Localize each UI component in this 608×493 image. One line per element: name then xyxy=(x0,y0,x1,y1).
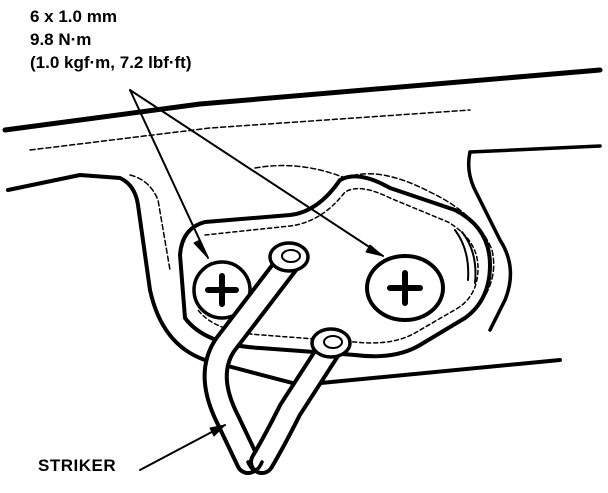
callout-leaders xyxy=(129,89,384,471)
striker-loop xyxy=(202,241,352,475)
torque-conversion-label: (1.0 kgf·m, 7.2 lbf·ft) xyxy=(30,53,192,72)
left-screw xyxy=(192,260,252,320)
fastener-size-label: 6 x 1.0 mm xyxy=(30,7,117,26)
body-top-edges xyxy=(2,67,603,154)
striker-plate xyxy=(178,174,492,359)
right-screw xyxy=(365,254,445,322)
striker-label: STRIKER xyxy=(38,456,117,475)
torque-value-label: 9.8 N·m xyxy=(30,30,92,49)
